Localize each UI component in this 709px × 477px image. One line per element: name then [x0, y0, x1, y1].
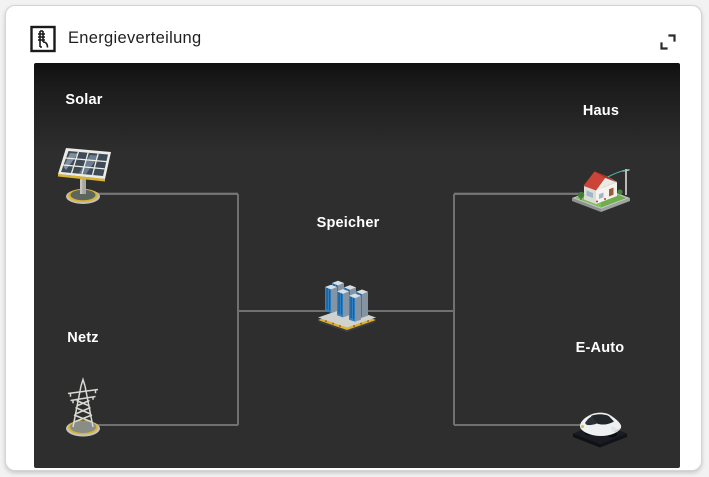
expand-icon	[659, 33, 677, 54]
battery-storage-icon	[316, 264, 378, 337]
node-label-eauto: E-Auto	[575, 340, 625, 356]
node-label-solar: Solar	[65, 92, 103, 108]
card-header: Energieverteilung	[6, 6, 701, 63]
energy-flow-diagram: Solar Netz	[34, 63, 680, 468]
card-title: Energieverteilung	[68, 29, 202, 47]
node-label-speicher: Speicher	[316, 215, 380, 231]
energy-distribution-card: Energieverteilung Solar	[5, 5, 702, 471]
solar-panel-icon	[53, 143, 113, 211]
expand-fullscreen-button[interactable]	[655, 30, 681, 56]
power-pylon-icon	[61, 376, 105, 443]
power-pylon-box-icon	[30, 25, 56, 53]
house-icon	[570, 155, 632, 218]
electric-car-icon	[569, 395, 631, 455]
node-label-netz: Netz	[67, 330, 99, 346]
node-label-haus: Haus	[582, 103, 620, 119]
